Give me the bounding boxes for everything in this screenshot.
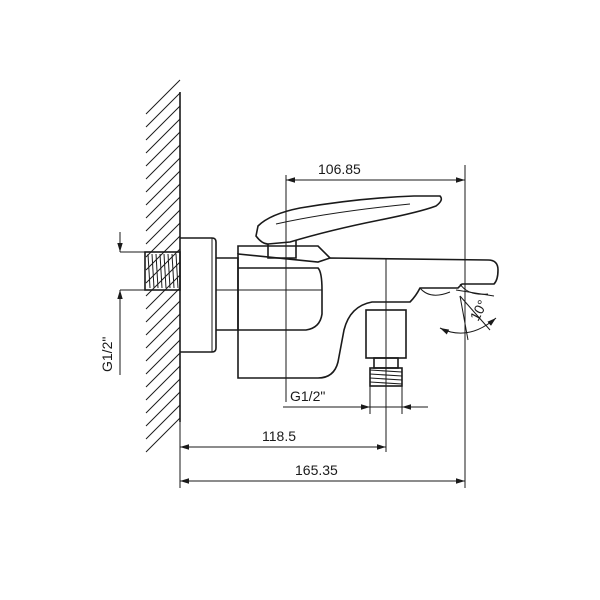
dim-outlet-thread: G1/2" bbox=[283, 386, 428, 414]
dim-wall-to-outlet-label: 118.5 bbox=[262, 428, 296, 444]
dim-outlet-thread-label: G1/2" bbox=[290, 388, 325, 404]
wall-hatching bbox=[145, 79, 181, 453]
center-lines bbox=[240, 175, 387, 452]
dim-spout-angle: 10° bbox=[439, 295, 497, 341]
lever-handle bbox=[255, 195, 443, 259]
dim-top-width-label: 106.85 bbox=[318, 161, 361, 177]
dim-top-width: 106.85 bbox=[286, 161, 466, 488]
wall bbox=[145, 79, 181, 453]
dim-total-length-label: 165.35 bbox=[295, 462, 338, 478]
dim-wall-to-outlet: 118.5 bbox=[180, 428, 386, 450]
dim-total-length: 165.35 bbox=[179, 422, 465, 488]
dim-inlet-thread-label: G1/2" bbox=[99, 337, 115, 372]
dim-spout-angle-label: 10° bbox=[467, 297, 491, 323]
dim-inlet-thread: G1/2" bbox=[99, 232, 145, 375]
